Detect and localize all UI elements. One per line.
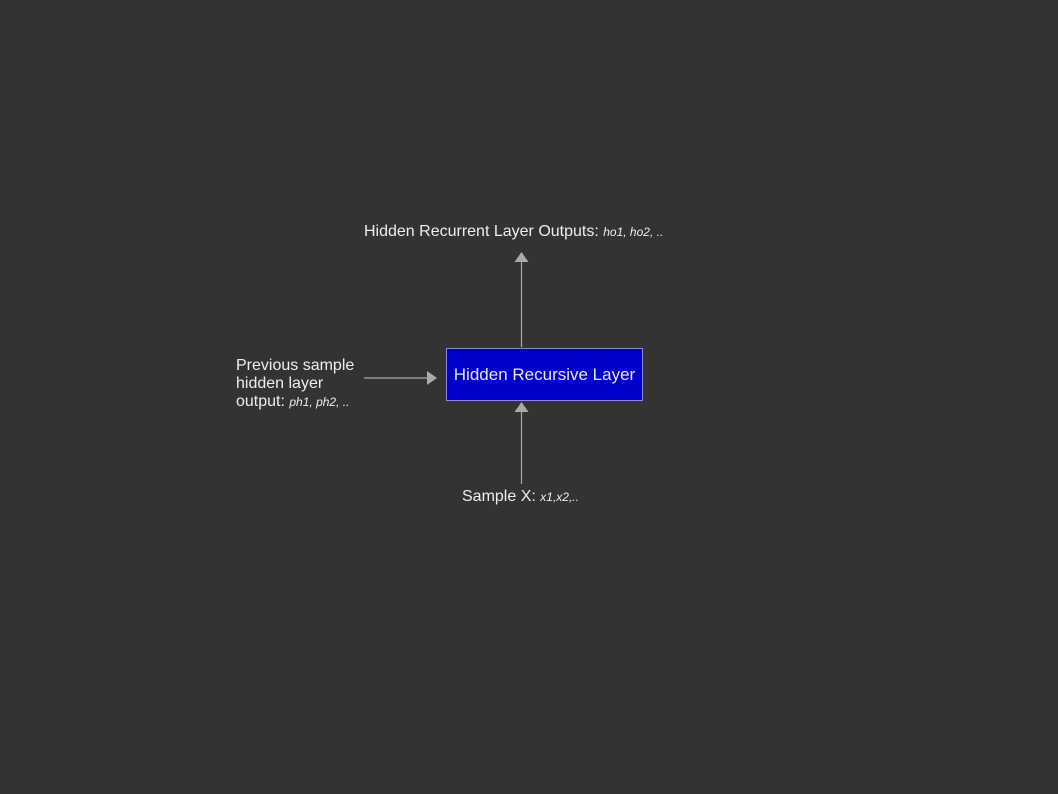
previous-output-label: Previous sample hidden layer output: ph1… (236, 357, 366, 411)
sample-input-text: Sample X: (462, 488, 541, 505)
previous-output-line3: output: (236, 393, 290, 410)
hidden-recursive-layer-node: Hidden Recursive Layer (446, 348, 643, 401)
output-label-vars: ho1, ho2, .. (603, 225, 664, 239)
output-label-text: Hidden Recurrent Layer Outputs: (364, 223, 604, 240)
output-label: Hidden Recurrent Layer Outputs: ho1, ho2… (364, 223, 663, 241)
sample-input-label: Sample X: x1,x2,.. (462, 488, 579, 506)
previous-output-line3-wrap: output: ph1, ph2, .. (236, 393, 366, 411)
previous-output-line1: Previous sample (236, 357, 355, 374)
previous-output-line2: hidden layer (236, 375, 324, 392)
sample-input-vars: x1,x2,.. (540, 490, 579, 504)
previous-output-vars: ph1, ph2, .. (289, 395, 350, 409)
hidden-recursive-layer-label: Hidden Recursive Layer (453, 364, 636, 384)
